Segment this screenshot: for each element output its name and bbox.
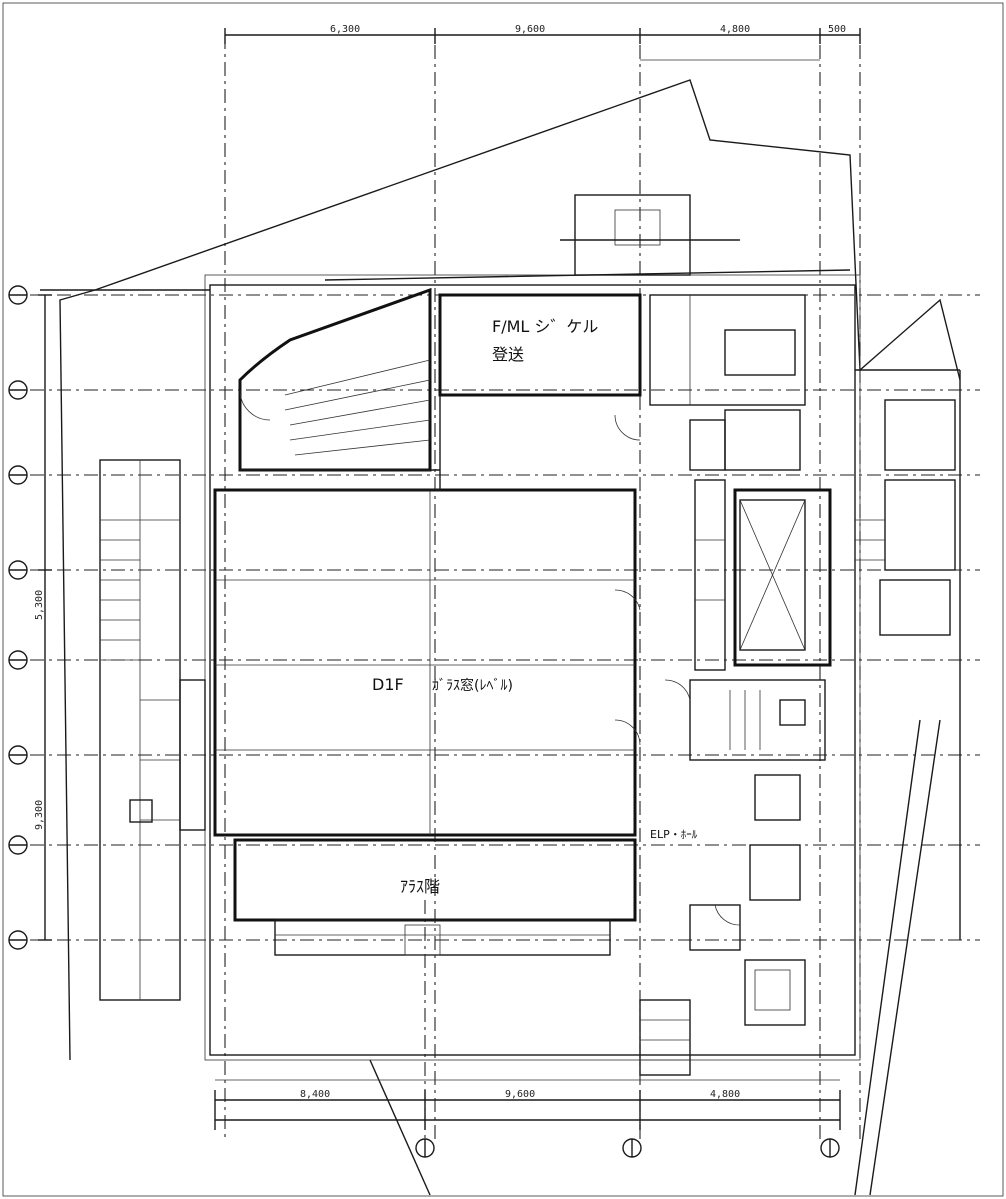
far-right-rooms [855,399,956,636]
bottom-dim-3: 4,800 [710,1089,740,1100]
top-dim-2: 9,600 [515,24,545,35]
left-dim-2: 9,300 [34,800,45,830]
penthouse [324,194,851,281]
center-sub-label: ｶﾞﾗｽ窓(ﾚﾍﾞﾙ) [432,677,513,694]
elevator-hall-label: ELP・ﾎｰﾙ [650,828,698,841]
top-dim-4: 500 [828,24,846,35]
building-outline [40,274,961,1061]
center-main-label: D1F [372,675,404,694]
door-swings [239,389,741,926]
lower-room [233,838,637,956]
site-boundary [59,79,961,1196]
upper-room-label: F/ML シ゛ケル [492,317,598,336]
upper-room [438,293,642,490]
grid-bubbles-left [8,285,28,950]
bottom-dim-1: 8,400 [300,1089,330,1100]
vertical-grid-lines [224,35,861,1140]
upper-room-sublabel: 登送 [492,345,524,364]
top-dim-3: 4,800 [720,24,750,35]
bottom-dimension-line [214,1079,841,1130]
top-dim-1: 6,300 [330,24,360,35]
left-stair [99,459,206,1001]
horizontal-grid-lines [30,294,980,941]
upper-left-stair [238,287,440,491]
left-dimension-line [38,294,52,941]
top-dimension-line [224,28,861,61]
left-dim-1: 5,300 [34,590,45,620]
bottom-dim-2: 9,600 [505,1089,535,1100]
grid-bubbles-bottom [415,1138,840,1158]
lower-room-label: ｱﾗｽ階 [400,877,440,896]
right-core [639,294,832,1076]
main-hall [213,488,637,837]
